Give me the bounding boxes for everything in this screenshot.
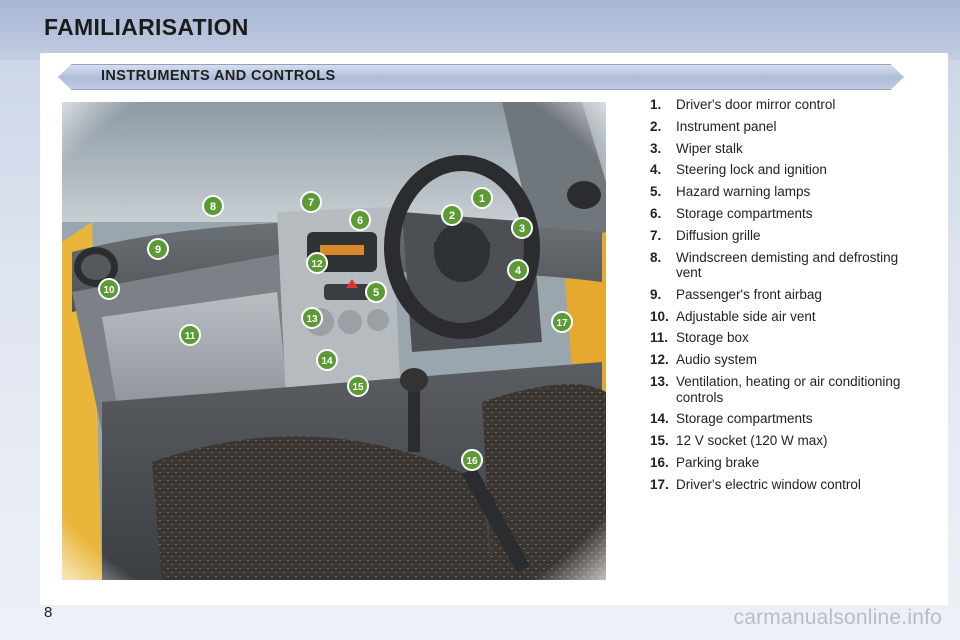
legend-item: 9. Passenger's front airbag	[650, 287, 940, 303]
legend-item: 8. Windscreen demisting and defrosting ve…	[650, 250, 940, 281]
legend-item: 7. Diffusion grille	[650, 228, 940, 244]
legend-item: 1. Driver's door mirror control	[650, 97, 940, 113]
legend-number: 7.	[650, 227, 662, 243]
callout-1: 1	[471, 187, 493, 209]
legend-number: 2.	[650, 118, 662, 134]
legend-item: 5. Hazard warning lamps	[650, 184, 940, 200]
callout-13: 13	[301, 307, 323, 329]
controls-legend: 1. Driver's door mirror control 2. Instrume…	[650, 97, 940, 499]
svg-text:14: 14	[321, 356, 333, 367]
legend-item: 6. Storage compartments	[650, 206, 940, 222]
legend-text: Driver's electric window control	[676, 476, 861, 492]
legend-number: 16.	[650, 454, 669, 470]
legend-text: Instrument panel	[676, 118, 777, 134]
svg-text:10: 10	[103, 285, 115, 296]
legend-number: 12.	[650, 352, 669, 368]
legend-number: 14.	[650, 411, 669, 427]
legend-text: Audio system	[676, 352, 758, 368]
callout-6: 6	[349, 209, 371, 231]
header-band	[0, 0, 960, 60]
callout-15: 15	[347, 375, 369, 397]
legend-item: 14. Storage compartments	[650, 411, 940, 427]
legend-text: Storage box	[676, 330, 749, 346]
callout-11: 11	[179, 324, 201, 346]
callout-14: 14	[316, 349, 338, 371]
legend-text: Driver's door mirror control	[676, 97, 836, 112]
legend-text: Steering lock and ignition	[676, 162, 827, 178]
legend-number: 1.	[650, 97, 662, 112]
svg-text:3: 3	[519, 223, 525, 235]
callout-4: 4	[507, 259, 529, 281]
legend-text: Diffusion grille	[676, 227, 761, 243]
svg-text:11: 11	[185, 331, 196, 342]
callout-8: 8	[202, 195, 224, 217]
svg-text:2: 2	[449, 210, 455, 222]
legend-item: 10. Adjustable side air vent	[650, 309, 940, 325]
callout-7: 7	[300, 191, 322, 213]
legend-item: 4. Steering lock and ignition	[650, 162, 940, 178]
svg-text:12: 12	[311, 259, 323, 270]
svg-text:7: 7	[308, 197, 314, 209]
legend-item: 15. 12 V socket (120 W max)	[650, 433, 940, 449]
legend-text: 12 V socket (120 W max)	[676, 433, 828, 449]
legend-text: Ventilation, heating or air conditioning…	[676, 374, 901, 405]
legend-text: Storage compartments	[676, 205, 813, 221]
legend-number: 4.	[650, 162, 662, 178]
svg-text:5: 5	[373, 287, 379, 299]
legend-number: 17.	[650, 476, 669, 492]
callout-16: 16	[461, 449, 483, 471]
legend-number: 13.	[650, 374, 669, 390]
legend-item: 17. Driver's electric window control	[650, 477, 940, 493]
callout-2: 2	[441, 204, 463, 226]
legend-item: 3. Wiper stalk	[650, 141, 940, 157]
legend-item: 11. Storage box	[650, 330, 940, 346]
callout-17: 17	[551, 311, 573, 333]
page-number: 8	[44, 604, 53, 621]
svg-text:4: 4	[515, 265, 522, 277]
legend-text: Wiper stalk	[676, 140, 743, 156]
legend-number: 8.	[650, 249, 662, 265]
legend-item: 16. Parking brake	[650, 455, 940, 471]
page-title: FAMILIARISATION	[44, 14, 249, 40]
callout-9: 9	[147, 238, 169, 260]
legend-text: Parking brake	[676, 454, 760, 470]
svg-text:9: 9	[155, 244, 161, 256]
svg-text:13: 13	[306, 314, 318, 325]
legend-number: 10.	[650, 308, 669, 324]
legend-item: 13. Ventilation, heating or air condition…	[650, 374, 940, 405]
legend-number: 9.	[650, 286, 662, 302]
legend-text: Adjustable side air vent	[676, 308, 816, 324]
legend-item: 2. Instrument panel	[650, 119, 940, 135]
svg-text:15: 15	[352, 382, 364, 393]
legend-text: Passenger's front airbag	[676, 286, 822, 302]
svg-text:6: 6	[357, 215, 363, 227]
watermark: carmanualsonline.info	[733, 606, 942, 629]
legend-number: 11.	[650, 330, 669, 346]
legend-text: Hazard warning lamps	[676, 184, 811, 200]
legend-number: 3.	[650, 140, 662, 156]
section-title: INSTRUMENTS AND CONTROLS	[101, 68, 336, 84]
legend-text: Storage compartments	[676, 411, 813, 427]
svg-text:8: 8	[210, 201, 216, 213]
legend-number: 5.	[650, 184, 662, 200]
callout-3: 3	[511, 217, 533, 239]
callout-12: 12	[306, 252, 328, 274]
section-bar	[58, 64, 904, 90]
legend-number: 15.	[650, 433, 669, 449]
svg-text:1: 1	[479, 193, 485, 205]
svg-text:17: 17	[556, 318, 568, 329]
callout-5: 5	[365, 281, 387, 303]
legend-number: 6.	[650, 205, 662, 221]
legend-item: 12. Audio system	[650, 352, 940, 368]
callout-10: 10	[98, 278, 120, 300]
svg-text:16: 16	[466, 456, 478, 467]
legend-text: Windscreen demisting and defrosting vent	[676, 249, 899, 281]
